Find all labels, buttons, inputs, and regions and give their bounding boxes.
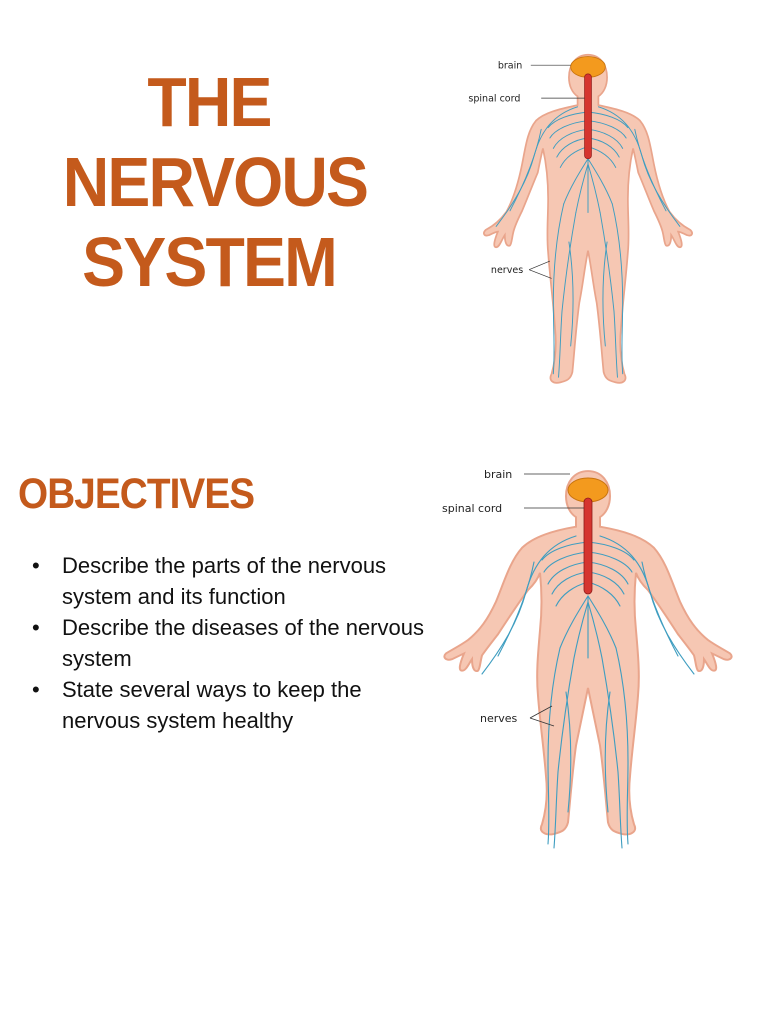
title-slide: THE NERVOUS SYSTEM brain spinal cord ner… bbox=[0, 0, 768, 420]
bullet-icon: • bbox=[32, 615, 40, 640]
nerve-line bbox=[547, 111, 589, 129]
nerve-line bbox=[587, 128, 624, 149]
list-item: • State several ways to keep the nervous … bbox=[32, 674, 442, 736]
nerve-line bbox=[641, 561, 679, 657]
nerve-line bbox=[553, 657, 575, 849]
nerve-line bbox=[587, 120, 627, 139]
nerve-line bbox=[541, 541, 589, 561]
label-spinal-cord: spinal cord bbox=[468, 94, 520, 105]
objectives-list: • Describe the parts of the nervous syste… bbox=[32, 550, 442, 736]
nerve-line bbox=[587, 561, 629, 585]
nerve-line bbox=[602, 241, 608, 347]
nerve-line bbox=[547, 647, 561, 845]
bullet-text: Describe the diseases of the nervous sys… bbox=[62, 615, 424, 671]
nerve-line bbox=[634, 128, 667, 212]
nerve-line bbox=[587, 595, 617, 649]
nerve-line bbox=[563, 158, 589, 205]
bullet-icon: • bbox=[32, 553, 40, 578]
nerve-line bbox=[558, 212, 577, 378]
leader-lines bbox=[524, 473, 584, 727]
nerve-line bbox=[615, 647, 629, 845]
nerve-line bbox=[611, 203, 624, 375]
nerve-line bbox=[604, 691, 611, 813]
bullet-text: State several ways to keep the nervous s… bbox=[62, 677, 362, 733]
nerve-line bbox=[549, 120, 589, 139]
nerve-line bbox=[575, 163, 589, 214]
nerve-line bbox=[601, 657, 623, 849]
label-nerves: nerves bbox=[480, 712, 518, 725]
nerve-line bbox=[587, 551, 633, 573]
title-line-1: THE bbox=[147, 63, 272, 141]
nerve-line bbox=[552, 128, 589, 149]
slide-title: THE NERVOUS SYSTEM bbox=[50, 62, 369, 302]
body-figure: brain spinal cord nerves bbox=[442, 468, 733, 849]
label-spinal-cord: spinal cord bbox=[442, 502, 502, 515]
nerve-line bbox=[565, 691, 572, 813]
nerve-line bbox=[568, 241, 574, 347]
nerve-line bbox=[587, 541, 635, 561]
nerve-line bbox=[587, 158, 613, 205]
nerve-line bbox=[599, 212, 618, 378]
nerve-line bbox=[509, 128, 542, 212]
nerve-line bbox=[497, 561, 535, 657]
nerve-line bbox=[552, 203, 565, 375]
spinal-cord bbox=[583, 497, 593, 595]
list-item: • Describe the parts of the nervous syste… bbox=[32, 550, 442, 612]
title-line-2: NERVOUS bbox=[62, 143, 369, 221]
spinal-cord bbox=[584, 73, 592, 160]
bullet-text: Describe the parts of the nervous system… bbox=[62, 553, 387, 609]
nervous-system-diagram: brain spinal cord nerves bbox=[438, 452, 738, 852]
objectives-heading: OBJECTIVES bbox=[18, 470, 255, 518]
nerve-line bbox=[587, 601, 603, 659]
nerve-line bbox=[587, 163, 601, 214]
nerve-line bbox=[573, 601, 589, 659]
objectives-slide: OBJECTIVES • Describe the parts of the ne… bbox=[0, 430, 768, 850]
nervous-system-diagram: brain spinal cord nerves bbox=[458, 14, 718, 418]
body-silhouette bbox=[483, 53, 693, 384]
label-brain: brain bbox=[498, 61, 522, 72]
nerve-line bbox=[559, 595, 589, 649]
nerve-line bbox=[543, 551, 589, 573]
list-item: • Describe the diseases of the nervous sy… bbox=[32, 612, 442, 674]
label-nerves: nerves bbox=[491, 265, 523, 276]
nerve-line bbox=[547, 561, 589, 585]
label-brain: brain bbox=[484, 468, 512, 481]
leader-lines bbox=[528, 64, 585, 279]
body-figure: brain spinal cord nerves bbox=[468, 53, 693, 384]
title-line-3: SYSTEM bbox=[82, 223, 338, 301]
bullet-icon: • bbox=[32, 677, 40, 702]
nerve-line bbox=[587, 111, 629, 129]
